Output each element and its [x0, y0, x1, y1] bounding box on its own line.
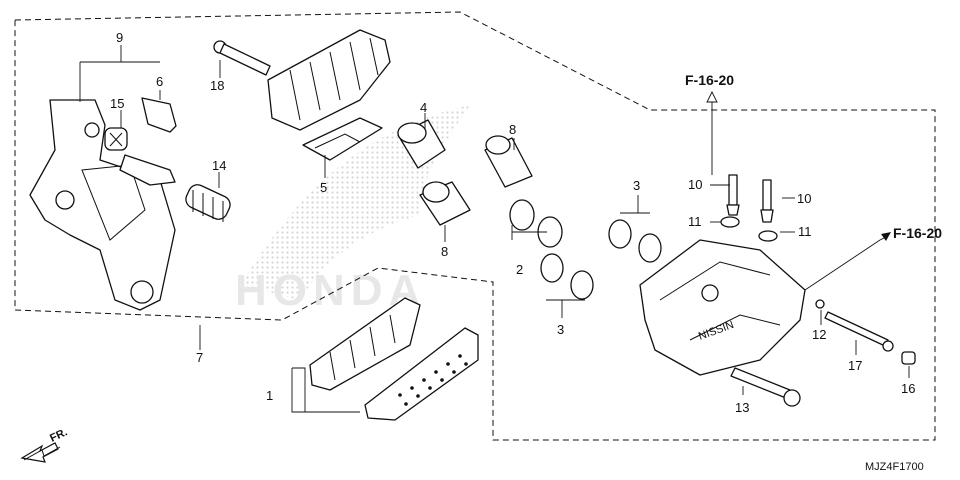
callout-10-right: 10 — [797, 191, 811, 206]
callout-14: 14 — [212, 158, 226, 173]
ref-label-upper[interactable]: F-16-20 — [685, 72, 734, 88]
callout-6: 6 — [156, 74, 163, 89]
bracket-boot — [185, 184, 231, 222]
caliper-body: NISSIN — [639, 239, 806, 376]
washer — [815, 299, 825, 309]
pin-bolt — [824, 311, 894, 352]
callout-3-upper: 3 — [633, 178, 640, 193]
callout-13: 13 — [735, 400, 749, 415]
callout-4: 4 — [420, 100, 427, 115]
brake-pad-upper — [267, 29, 391, 131]
callout-17: 17 — [848, 358, 862, 373]
piston-c — [484, 135, 533, 188]
bleeder-left — [726, 174, 740, 216]
caliper-bracket — [29, 99, 176, 311]
callout-11-left: 11 — [688, 214, 702, 229]
ref-label-right[interactable]: F-16-20 — [893, 225, 942, 241]
callout-5: 5 — [320, 180, 327, 195]
pin-boot — [104, 127, 128, 151]
callout-7: 7 — [196, 350, 203, 365]
front-direction-arrow: FR. — [20, 426, 69, 463]
callout-2: 2 — [516, 262, 523, 277]
direction-label: FR. — [48, 426, 69, 444]
caliper-bolt-13 — [730, 367, 801, 407]
callout-1: 1 — [266, 388, 273, 403]
callout-12: 12 — [812, 327, 826, 342]
pad-spring — [302, 117, 383, 161]
callout-9: 9 — [116, 30, 123, 45]
bracket-clip — [141, 97, 177, 133]
piston-seals-2 — [509, 199, 563, 248]
callout-3-lower: 3 — [557, 322, 564, 337]
piston-seals-3b — [608, 219, 662, 263]
callout-16: 16 — [901, 381, 915, 396]
piston-b — [419, 181, 471, 226]
bleeder-right — [760, 179, 774, 223]
diagram-code: MJZ4F1700 — [865, 461, 924, 473]
callout-18: 18 — [210, 78, 224, 93]
callout-11-right: 11 — [798, 224, 812, 239]
piston-a — [397, 119, 446, 169]
slide-pin — [119, 154, 176, 186]
callout-8-lower: 8 — [441, 244, 448, 259]
bracket-group-outline — [14, 11, 936, 441]
callout-10-left: 10 — [688, 177, 702, 192]
piston-seals-3a — [540, 253, 594, 300]
cap-right — [758, 230, 778, 242]
cap-left — [720, 216, 740, 228]
callout-15: 15 — [110, 96, 124, 111]
caliper-bolt-18 — [213, 40, 271, 76]
plug — [901, 351, 916, 365]
brake-pad-set — [309, 297, 479, 421]
watermark-text: HONDA — [235, 266, 426, 315]
callout-8-upper: 8 — [509, 122, 516, 137]
